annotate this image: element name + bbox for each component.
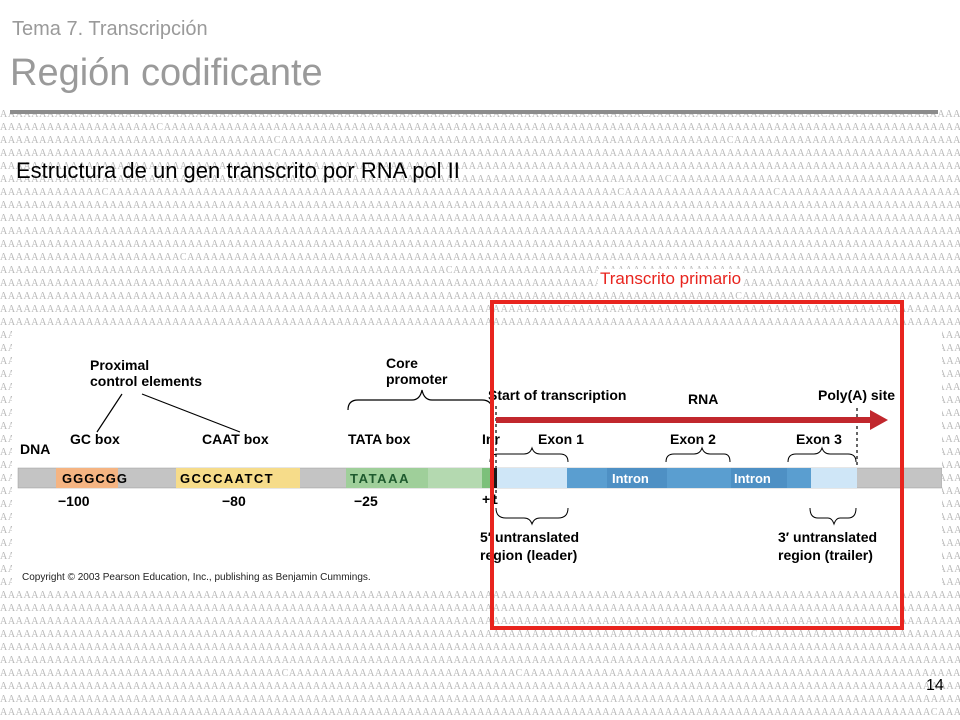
- rna-label: RNA: [688, 391, 718, 407]
- gc-box-position: −100: [58, 493, 90, 509]
- core-promoter-brace: [347, 389, 493, 411]
- exon1-brace: [489, 446, 569, 463]
- gc-box-label: GC box: [70, 431, 120, 447]
- utr3-brace: [809, 507, 857, 526]
- core-label-line2: promoter: [386, 371, 448, 387]
- primary-transcript-highlight-box: [490, 300, 904, 630]
- polya-label: Poly(A) site: [818, 387, 895, 403]
- exon2-label: Exon 2: [670, 431, 716, 447]
- slide-subtitle: Tema 7. Transcripción: [12, 18, 208, 40]
- slide-title: Región codificante: [10, 52, 323, 94]
- tata-box: [346, 468, 428, 488]
- caat-box-label: CAAT box: [202, 431, 269, 447]
- intron1-label: Intron: [612, 471, 649, 486]
- intron2-bar: [731, 468, 787, 488]
- gene-structure-figure: Proximal control elements Core promoter …: [12, 328, 943, 586]
- utr5-label-line1: 5′ untranslated: [480, 529, 579, 545]
- copyright-notice: Copyright © 2003 Pearson Education, Inc.…: [22, 572, 371, 583]
- exon3-brace: [787, 446, 857, 463]
- primary-transcript-label: Transcrito primario: [598, 269, 744, 289]
- gc-box-seq: GGGCGG: [62, 471, 128, 486]
- utr5-brace: [495, 507, 569, 526]
- utr5-segment: [497, 468, 567, 488]
- intron2-label: Intron: [734, 471, 771, 486]
- proximal-label-line1: Proximal: [90, 357, 149, 373]
- utr3-label-line1: 3′ untranslated: [778, 529, 877, 545]
- rna-arrow-head: [870, 410, 888, 430]
- start-site-marker: [492, 468, 497, 488]
- proximal-label-line2: control elements: [90, 373, 202, 389]
- proximal-lines: [96, 393, 241, 433]
- utr3-segment: [811, 468, 857, 488]
- gene-diagram: Proximal control elements Core promoter …: [17, 355, 943, 583]
- dna-label: DNA: [20, 441, 50, 457]
- title-divider: [10, 110, 938, 114]
- intron1-bar: [607, 468, 667, 488]
- exon2-bar: [667, 468, 731, 488]
- exon1-coding: [567, 468, 607, 488]
- page-number: 14: [926, 677, 944, 694]
- utr3-label-line2: region (trailer): [778, 547, 873, 563]
- caat-box-seq: GCCCAATCT: [180, 471, 274, 486]
- caat-box-position: −80: [222, 493, 246, 509]
- gc-box: [56, 468, 118, 488]
- utr5-label-line2: region (leader): [480, 547, 577, 563]
- start-label: Start of transcription: [488, 387, 626, 403]
- tata-box-seq: TATAAA: [350, 471, 410, 486]
- exon1-label: Exon 1: [538, 431, 584, 447]
- section-heading: Estructura de un gen transcrito por RNA …: [16, 158, 460, 183]
- tata-box-position: −25: [354, 493, 378, 509]
- exon3-coding: [787, 468, 811, 488]
- exon3-label: Exon 3: [796, 431, 842, 447]
- core-label-line1: Core: [386, 355, 418, 371]
- exon2-brace: [665, 446, 731, 463]
- caat-box: [176, 468, 300, 488]
- tata-box-label: TATA box: [348, 431, 411, 447]
